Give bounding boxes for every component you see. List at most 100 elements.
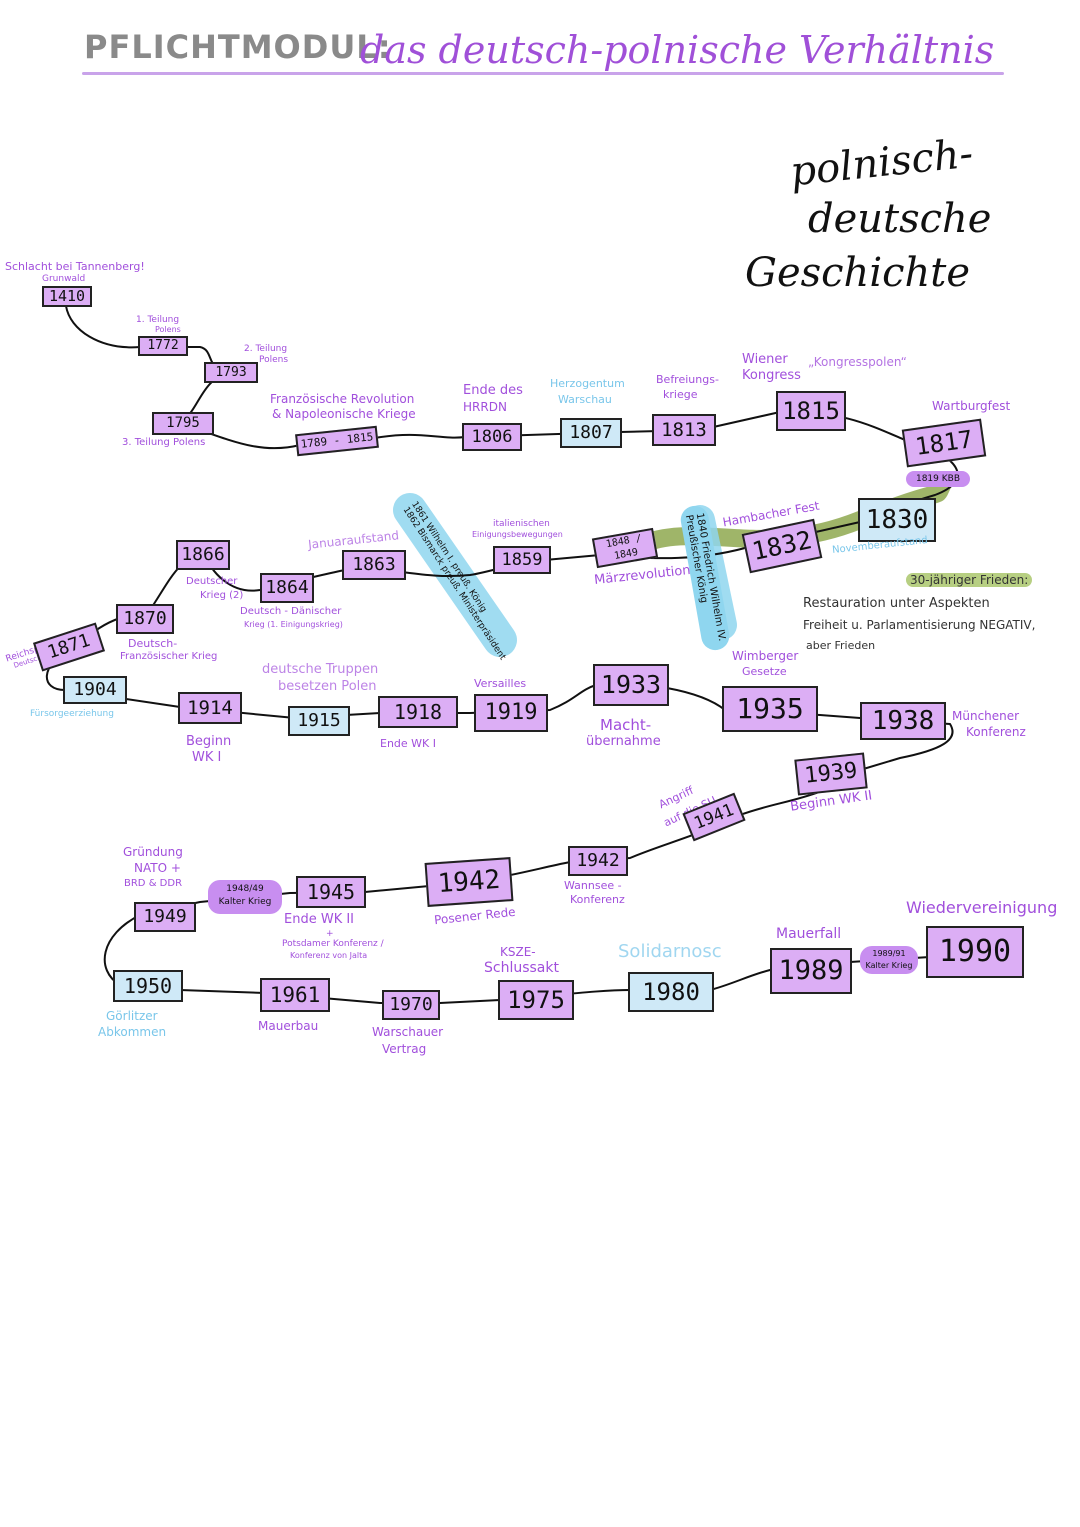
label-muenchen-2: Konferenz [966, 725, 1026, 739]
year-box-1772: 1772 [138, 336, 188, 356]
label-wannsee-2: Konferenz [570, 893, 625, 906]
label-dtkrieg-2: Krieg (2) [200, 590, 244, 601]
year-box-1915: 1915 [288, 706, 350, 736]
label-wimberger-1: Wimberger [732, 649, 799, 663]
page-title-module: PFLICHTMODUL: [84, 28, 392, 66]
label-teilung-1: 1. Teilung [136, 315, 180, 325]
label-franz-1: Deutsch- [128, 637, 178, 650]
year-box-1859: 1859 [493, 546, 551, 574]
label-kongresspolen: „Kongresspolen“ [808, 355, 907, 369]
year-box-1904: 1904 [63, 676, 127, 704]
label-goerlitz-2: Abkommen [98, 1025, 167, 1039]
label-macht-2: übernahme [586, 734, 661, 749]
year-box-1813: 1813 [652, 414, 716, 446]
year-box-1961: 1961 [260, 978, 330, 1012]
label-gruendung-1: Gründung [123, 845, 183, 859]
year-box-1807: 1807 [560, 418, 622, 448]
label-daenisch-1: Deutsch - Dänischer [240, 606, 342, 617]
label-teilung-3: 3. Teilung Polens [122, 437, 206, 448]
label-gruendung-2: NATO + [134, 861, 181, 875]
label-gruendung-3: BRD & DDR [124, 878, 183, 889]
label-befreiung-1: Befreiungs- [656, 373, 719, 386]
label-versailles: Versailles [474, 677, 527, 690]
label-wiedervereinigung: Wiedervereinigung [906, 898, 1058, 917]
year-box-1935: 1935 [722, 686, 818, 732]
label-revolution-2: & Napoleonische Kriege [272, 407, 416, 421]
label-italien-1: italienischen [493, 519, 550, 529]
kalter-krieg-badge-2: 1989/91 Kalter Krieg [860, 946, 918, 974]
label-italien-2: Einigungsbewegungen [472, 530, 563, 539]
kalter-krieg-2-label: Kalter Krieg [865, 961, 913, 970]
label-ende-wk2: Ende WK II [284, 912, 355, 927]
year-box-1864: 1864 [260, 573, 314, 603]
label-dtkrieg-1: Deutscher [186, 576, 238, 587]
label-beginn-wk1-b: WK I [192, 750, 222, 765]
year-box-1870: 1870 [116, 604, 174, 634]
label-friede-head: 30-jähriger Frieden: [906, 573, 1033, 587]
label-tannenberg: Schlacht bei Tannenberg! [5, 260, 145, 273]
label-warschau-2: Warschau [558, 393, 612, 406]
year-box-1938: 1938 [860, 702, 946, 740]
label-wiener-2: Kongress [742, 368, 801, 383]
year-box-1942-wannsee: 1942 [568, 846, 628, 876]
label-ksze-1: KSZE- [500, 945, 536, 959]
year-box-1914: 1914 [178, 692, 242, 724]
label-teilung-1b: Polens [155, 325, 181, 334]
label-plus: + [326, 929, 334, 939]
year-box-1410: 1410 [42, 286, 92, 307]
label-hrrdn-2: HRRDN [463, 400, 507, 414]
label-teilung-2b: Polens [259, 355, 289, 365]
label-truppen-1: deutsche Truppen [262, 662, 379, 677]
label-daenisch-2: Krieg (1. Einigungskrieg) [244, 620, 343, 629]
label-mauerfall: Mauerfall [776, 926, 842, 942]
year-box-1975: 1975 [498, 980, 574, 1020]
label-mauerbau: Mauerbau [258, 1019, 319, 1033]
kalter-krieg-1-label: Kalter Krieg [218, 897, 272, 907]
kalter-krieg-2-year: 1989/91 [872, 949, 906, 958]
label-franz-2: Französischer Krieg [120, 651, 218, 662]
label-truppen-2: besetzen Polen [278, 679, 377, 694]
label-befreiung-2: kriege [663, 388, 698, 401]
label-hrrdn-1: Ende des [463, 383, 523, 398]
year-box-1942-posen: 1942 [424, 857, 514, 907]
year-box-1815: 1815 [776, 391, 846, 431]
year-box-1933: 1933 [593, 664, 669, 706]
heading-line-3: Geschichte [745, 250, 971, 296]
label-wimberger-2: Gesetze [742, 665, 787, 678]
label-friede-1: Restauration unter Aspekten [803, 596, 990, 611]
label-warschauer-2: Vertrag [382, 1042, 427, 1056]
label-revolution-1: Französische Revolution [270, 392, 415, 406]
label-wartburg: Wartburgfest [932, 399, 1011, 413]
label-potsdam-2: Konferenz von Jalta [290, 951, 368, 960]
label-muenchen-1: Münchener [952, 709, 1020, 723]
label-wiener-1: Wiener [742, 352, 788, 367]
label-grunwald: Grunwald [42, 274, 86, 284]
label-wannsee-1: Wannsee - [564, 879, 622, 892]
kbb-badge: 1819 KBB [906, 471, 970, 487]
year-box-1980: 1980 [628, 972, 714, 1012]
year-box-1863: 1863 [342, 550, 406, 580]
label-friede-2: Freiheit u. Parlamentisierung NEGATIV, [803, 618, 1036, 632]
label-warschau-1: Herzogentum [550, 377, 625, 390]
label-solidarnosc: Solidarnosc [618, 941, 722, 962]
label-fuersorge: Fürsorgeerziehung [30, 709, 114, 719]
label-goerlitz-1: Görlitzer [106, 1009, 158, 1023]
label-beginn-wk1-a: Beginn [186, 734, 232, 749]
label-warschauer-1: Warschauer [372, 1025, 444, 1039]
year-box-1949: 1949 [134, 902, 196, 932]
label-potsdam-1: Potsdamer Konferenz / [282, 939, 384, 949]
title-underline [82, 72, 1004, 75]
page-title-topic: das deutsch-polnische Verhältnis [360, 28, 995, 72]
year-box-1806: 1806 [462, 423, 522, 451]
year-box-1970: 1970 [382, 990, 440, 1020]
label-teilung-2: 2. Teilung [244, 344, 288, 354]
label-ksze-2: Schlussakt [484, 960, 559, 976]
year-box-1830: 1830 [858, 498, 936, 542]
year-box-1793: 1793 [204, 362, 258, 383]
year-box-1950: 1950 [113, 970, 183, 1002]
year-box-1919: 1919 [474, 694, 548, 732]
year-box-1795: 1795 [152, 412, 214, 435]
label-macht-1: Macht- [600, 716, 652, 734]
label-ende-wk1: Ende WK I [380, 737, 436, 750]
